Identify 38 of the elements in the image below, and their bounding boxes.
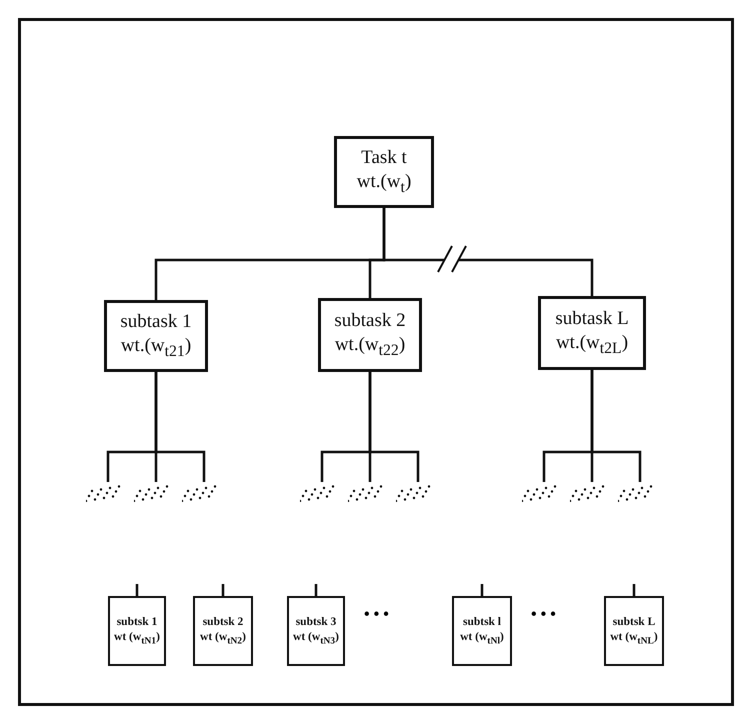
task-name: subtask L [555,307,629,332]
task-name: subtask 1 [120,310,192,334]
task-box [334,136,434,208]
subtask-box [104,300,208,372]
connector-line [632,584,636,596]
task-name: subtsk 1 [116,615,158,630]
weight-label: wt (w$_{tN2}$) [200,630,246,647]
ellipsis: • • • [531,606,556,624]
subtask-box [604,596,664,666]
connector-line [314,584,318,596]
task-name: Task t [361,146,407,170]
subtask-box [318,298,422,372]
connector-line [382,208,594,296]
weight-label: wt (w$_{tNL}$) [610,630,658,647]
weight-label: wt.(w$_{t}$) [356,170,412,198]
task-name: subtsk 2 [202,615,244,630]
weight-label: wt (w$_{tNl}$) [460,630,504,647]
connector-line [590,370,652,502]
ellipsis: • • • [364,606,389,624]
weight-label: wt.(w$_{t2L}$) [556,331,628,359]
weight-label: wt.(w$_{t22}$) [334,333,406,361]
connector-line [480,584,484,596]
task-name: subtsk L [612,615,656,630]
connector-line [154,372,216,502]
task-name: subtsk l [462,615,502,630]
connector-line [368,372,430,502]
subtask-box [193,596,253,666]
weight-label: wt (w$_{tN1}$) [114,630,160,647]
task-name: subtsk 3 [296,615,336,630]
subtask-box [108,596,166,666]
subtask-box [452,596,512,666]
subtask-box [287,596,345,666]
weight-label: wt.(w$_{t21}$) [120,334,192,362]
weight-label: wt (w$_{tN3}$) [293,630,339,647]
connector-line [222,584,224,596]
task-name: subtask 2 [334,309,406,334]
connector-line [136,584,138,596]
subtask-box [538,296,646,370]
